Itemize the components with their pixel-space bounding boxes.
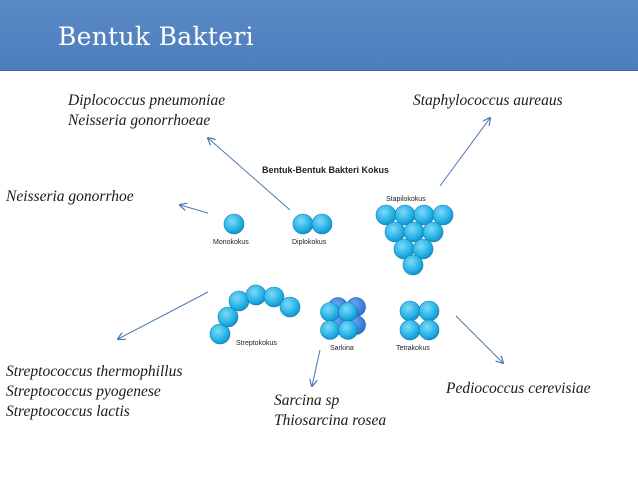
tetrakokus-cell [418,300,440,322]
pediococcus-examples: Pediococcus cerevisiae [446,379,590,399]
streptokokus-group: Streptokokus [209,284,301,347]
example-text: Staphylococcus aureaus [413,92,563,109]
monococcus-examples: Neisseria gonorrhoe [6,187,134,207]
arrow-pediococcus [455,315,503,363]
example-text: Streptococcus pyogenese [6,383,161,400]
arrow-staphylococcus [439,118,490,187]
arrow-sarcina [312,349,321,386]
sarkina-label: Sarkina [330,345,354,352]
example-text: Diplococcus pneumoniae [68,92,226,109]
example-text: Thiosarcina rosea [274,412,387,429]
arrow-monococcus [180,205,209,214]
monokokus-label: Monokokus [213,239,249,246]
stapilokokus-group: Stapilokokus [375,196,454,276]
arrow-diplococcus [208,138,291,211]
tetrakokus-group: Tetrakokus [396,300,440,352]
diplokokus-group: Diplokokus [292,213,333,246]
arrow-streptococcus [118,291,209,339]
diplococcus-examples: Diplococcus pneumoniae Neisseria gonorrh… [68,91,225,131]
sarcina-examples: Sarcina sp Thiosarcina rosea [274,391,386,431]
streptokokus-cell [217,306,239,328]
example-text: Pediococcus cerevisiae [446,380,591,397]
stapilokokus-cell [402,254,424,276]
tetrakokus-cell [399,319,421,341]
arrows [118,118,503,386]
sarkina-group: Sarkina [320,297,366,352]
example-text: Streptococcus lactis [6,403,130,420]
streptokokus-cell [245,284,267,306]
diplokokus-label: Diplokokus [292,239,327,246]
streptokokus-cell [279,296,301,318]
stapilokokus-cell [422,221,444,243]
tetrakokus-cell [399,300,421,322]
sarkina-cell [320,320,340,340]
tetrakokus-cell [418,319,440,341]
diplokokus-cell [292,213,314,235]
streptokokus-cell [263,286,285,308]
stapilokokus-label: Stapilokokus [386,196,426,203]
streptococcus-examples: Streptococcus thermophillus Streptococcu… [6,362,182,422]
streptokokus-cell [209,323,231,345]
example-text: Streptococcus thermophillus [6,363,183,380]
sarkina-cell [338,320,358,340]
monokokus-cell [223,213,245,235]
tetrakokus-label: Tetrakokus [396,345,430,352]
example-text: Neisseria gonorrhoe [6,188,134,205]
stapilokokus-cell [432,204,454,226]
diplokokus-cell [311,213,333,235]
example-text: Sarcina sp [274,392,340,409]
example-text: Neisseria gonorrhoeae [68,112,211,129]
diagram-title: Bentuk-Bentuk Bakteri Kokus [262,165,389,175]
sarkina-cell [320,302,340,322]
sarkina-cell [338,302,358,322]
streptokokus-label: Streptokokus [236,340,277,347]
monokokus-group: Monokokus [213,213,249,246]
slide-title: Bentuk Bakteri [58,22,254,51]
title-banner: Bentuk Bakteri [0,0,638,71]
stapilokokus-cell [412,238,434,260]
staphylococcus-examples: Staphylococcus aureaus [413,91,563,111]
